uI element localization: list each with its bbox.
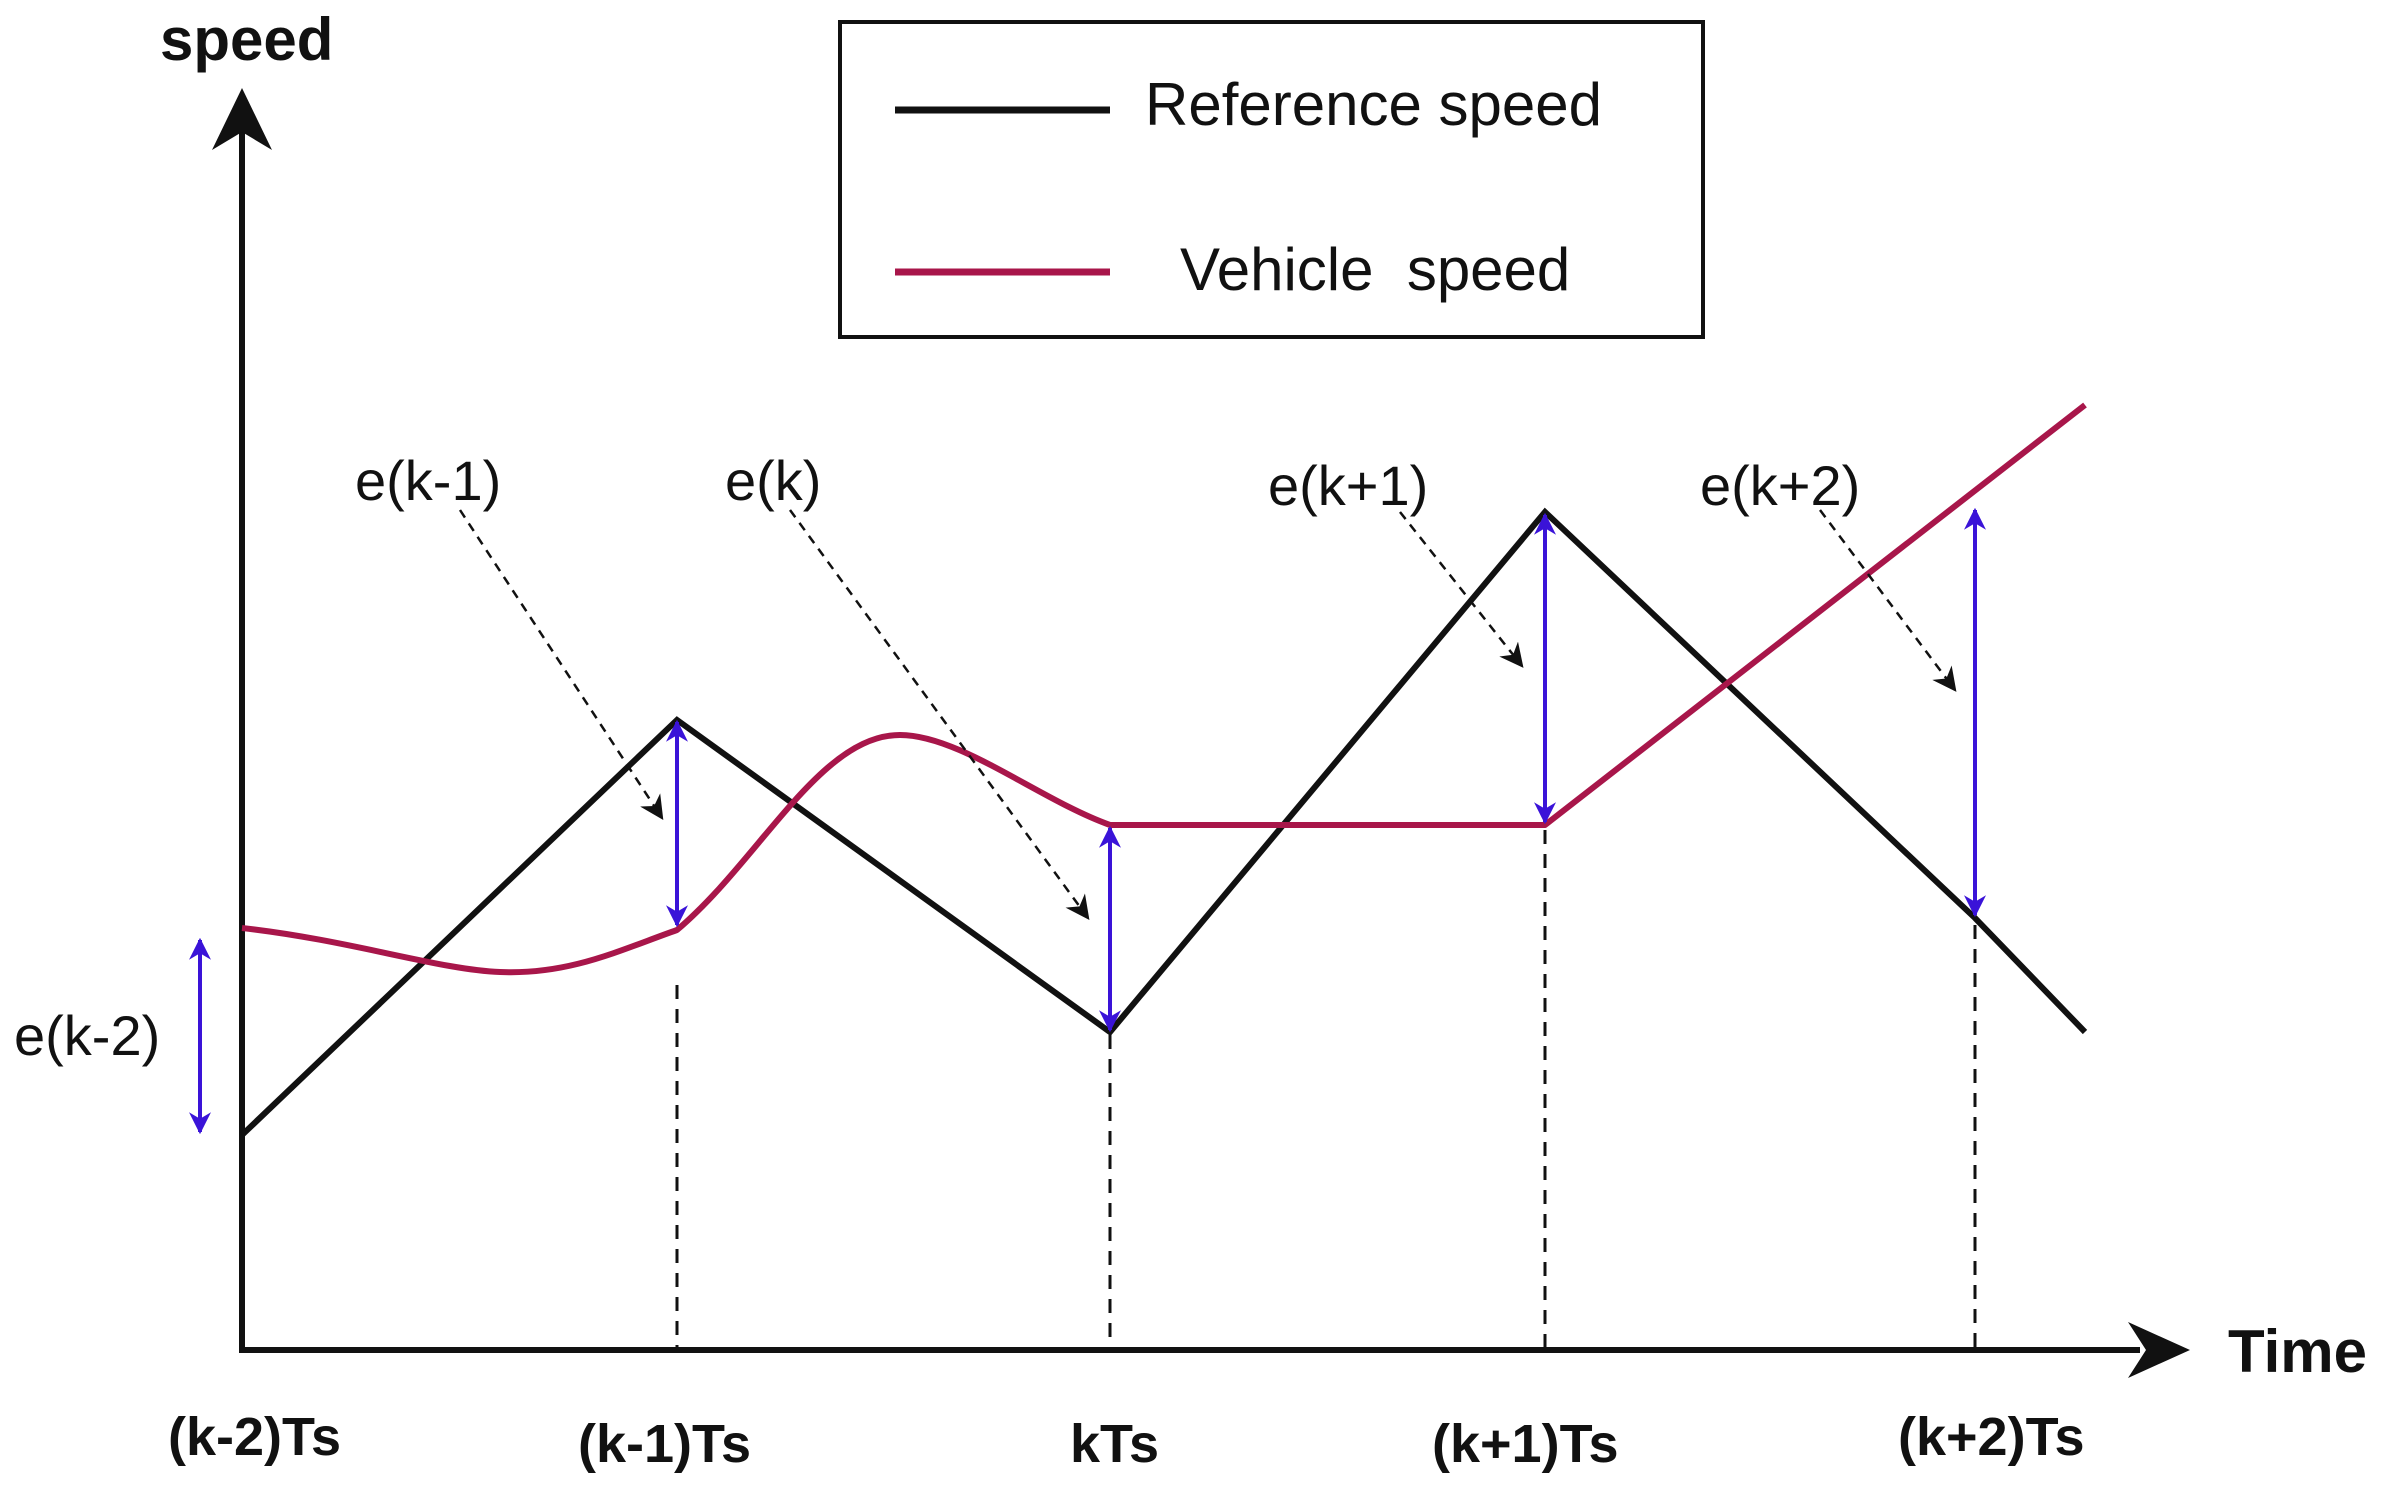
tick-k: kTs — [1070, 1414, 1159, 1474]
legend: Reference speed Vehicle speed — [838, 20, 1705, 339]
pointer-k — [788, 509, 1090, 920]
error-label-k-minus-2: e(k-2) — [14, 1004, 160, 1067]
y-axis-label: speed — [160, 6, 333, 73]
tick-k-plus-2: (k+2)Ts — [1898, 1407, 2085, 1467]
error-label-k: e(k) — [725, 449, 821, 512]
legend-label-vehicle: Vehicle speed — [1180, 236, 1570, 303]
y-axis-arrowhead — [212, 88, 272, 150]
pointer-k-minus-1 — [458, 509, 664, 821]
tick-k-plus-1: (k+1)Ts — [1432, 1414, 1619, 1474]
error-label-k-plus-1: e(k+1) — [1268, 454, 1428, 517]
legend-label-reference: Reference speed — [1145, 71, 1602, 138]
tick-k-minus-2: (k-2)Ts — [168, 1407, 341, 1467]
tick-labels: (k-2)Ts (k-1)Ts kTs (k+1)Ts (k+2)Ts — [168, 1407, 2085, 1474]
error-label-k-plus-2: e(k+2) — [1700, 454, 1860, 517]
tick-k-minus-1: (k-1)Ts — [578, 1414, 751, 1474]
pointer-k-plus-2 — [1819, 509, 1957, 692]
x-axis-arrowhead — [2128, 1322, 2190, 1378]
pointer-k-plus-1 — [1399, 511, 1524, 668]
time-guides — [675, 830, 1977, 1350]
error-arrows — [189, 507, 1986, 1135]
x-axis-label: Time — [2228, 1318, 2367, 1385]
error-label-k-minus-1: e(k-1) — [355, 449, 501, 512]
axes: speed Time — [160, 6, 2367, 1385]
vehicle-speed-line — [241, 402, 2087, 976]
reference-speed-line — [239, 507, 2088, 1138]
error-pointers — [458, 509, 1957, 920]
legend-box — [838, 20, 1705, 339]
error-labels: e(k-2) e(k-1) e(k) e(k+1) e(k+2) — [14, 449, 1860, 1067]
